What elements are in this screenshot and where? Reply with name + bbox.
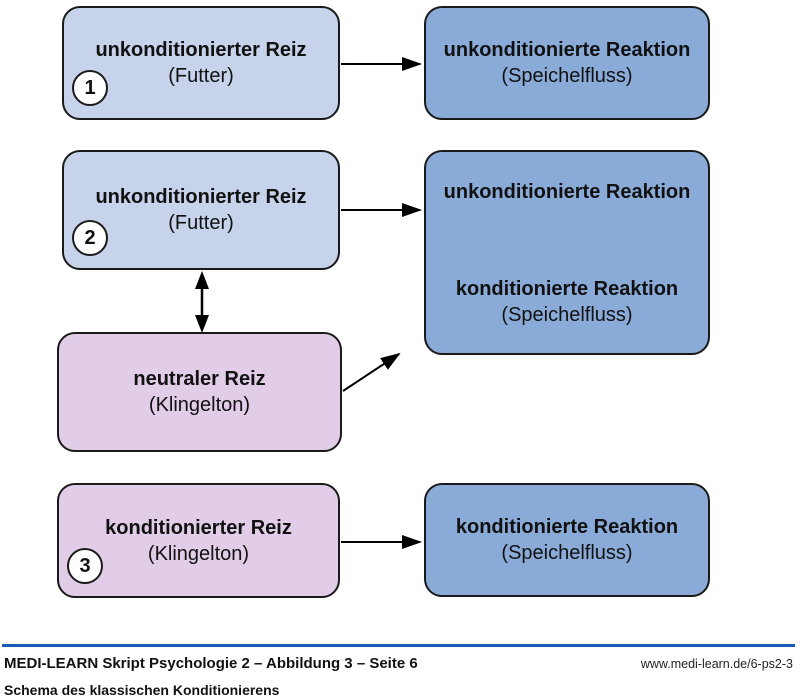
box-conditioned-stimulus: konditionierter Reiz (Klingelton) 3	[57, 483, 340, 598]
box-subtitle: (Klingelton)	[148, 394, 251, 416]
box-title: konditionierter Reiz	[105, 516, 292, 539]
box-title-bottom: konditionierte Reaktion	[455, 278, 679, 300]
box-subtitle: (Futter)	[168, 65, 234, 87]
footer-caption: Schema des klassischen Konditionierens	[4, 682, 280, 698]
box-conditioned-reaction: konditionierte Reaktion (Speichelfluss)	[424, 483, 710, 597]
box-combined-reaction: unkonditionierte Reaktion konditionierte…	[424, 150, 710, 355]
box-title: neutraler Reiz	[133, 368, 266, 390]
step-number: 2	[84, 227, 96, 249]
arrow-pairing-double	[195, 271, 209, 333]
box-title: konditionierte Reaktion	[455, 516, 679, 538]
box-subtitle: (Futter)	[168, 212, 234, 234]
step-number: 3	[79, 555, 91, 577]
box-subtitle: (Speichelfluss)	[501, 542, 633, 564]
step-number-badge-2: 2	[72, 220, 108, 256]
footer-source-line: MEDI-LEARN Skript Psychologie 2 – Abbild…	[4, 655, 418, 672]
box-subtitle: (Klingelton)	[147, 542, 250, 565]
step-number: 1	[84, 77, 96, 99]
footer-divider	[2, 644, 795, 647]
step-number-badge-3: 3	[67, 548, 103, 584]
box-unconditioned-stimulus-2: unkonditionierter Reiz (Futter) 2	[62, 150, 340, 270]
box-title: unkonditionierter Reiz	[95, 186, 307, 208]
box-title: unkonditionierter Reiz	[95, 39, 307, 61]
footer-url: www.medi-learn.de/6-ps2-3	[640, 657, 793, 671]
box-title-top: unkonditionierte Reaktion	[443, 181, 691, 203]
box-bottom-group: konditionierte Reaktion (Speichelfluss)	[456, 276, 678, 328]
box-title: unkonditionierte Reaktion	[443, 39, 691, 61]
box-neutral-stimulus: neutraler Reiz (Klingelton)	[57, 332, 342, 452]
box-subtitle: (Speichelfluss)	[501, 304, 633, 326]
box-unconditioned-stimulus-1: unkonditionierter Reiz (Futter) 1	[62, 6, 340, 120]
box-subtitle: (Speichelfluss)	[501, 65, 633, 87]
box-unconditioned-reaction-1: unkonditionierte Reaktion (Speichelfluss…	[424, 6, 710, 120]
step-number-badge-1: 1	[72, 70, 108, 106]
arrow-neutral-to-combined	[342, 352, 401, 392]
